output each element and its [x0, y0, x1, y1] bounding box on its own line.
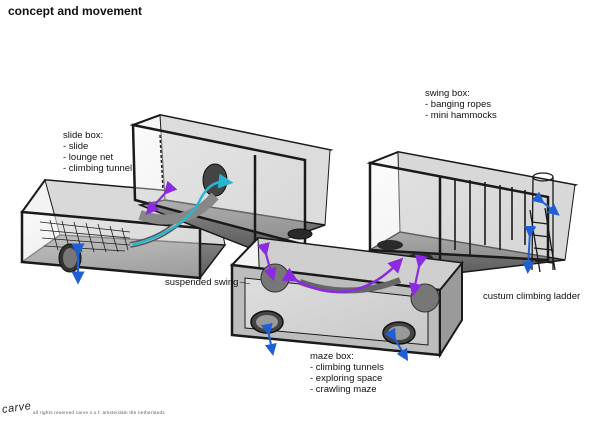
maze-box-heading: maze box: — [310, 351, 354, 362]
slide-box-item: - lounge net — [63, 152, 114, 163]
slide-box-item: - slide — [63, 141, 89, 152]
maze-box-label: maze box: - climbing tunnels - exploring… — [310, 351, 384, 395]
leader-line — [239, 281, 251, 285]
blue-arrow-ladder-top — [531, 191, 560, 216]
maze-box-item: - crawling maze — [310, 384, 377, 395]
swing-box-item: - mini hammocks — [425, 110, 497, 121]
maze-box-item: - climbing tunnels — [310, 362, 384, 373]
cyan-arrow-slide — [131, 173, 234, 247]
slide-box-heading: slide box: — [63, 130, 104, 141]
swing-box-heading: swing box: — [425, 88, 470, 99]
climbing-ladder-label: custum climbing ladder — [483, 291, 581, 302]
purple-arrow-center — [256, 241, 277, 282]
blue-arrow-maze-left — [260, 322, 277, 356]
purple-arrow-swing — [281, 257, 404, 294]
slide-box-label: slide box: - slide - lounge net - climbi… — [63, 130, 132, 174]
movement-arrows — [71, 173, 560, 362]
suspended-swing-label: suspended swing — [165, 277, 239, 288]
purple-arrow-right — [408, 254, 428, 297]
blue-arrow-maze-right — [384, 327, 409, 362]
purple-arrow-slide — [145, 180, 178, 215]
blue-arrow-ladder — [522, 225, 537, 274]
swing-box-item: - banging ropes — [425, 99, 492, 110]
slide-box-item: - climbing tunnel — [63, 163, 133, 174]
footer-rights: all rights reserved carve v.o.f. amsterd… — [33, 410, 165, 415]
page-title: concept and movement — [8, 4, 143, 18]
maze-box-item: - exploring space — [310, 373, 383, 384]
swing-box-label: swing box: - banging ropes - mini hammoc… — [425, 88, 497, 121]
